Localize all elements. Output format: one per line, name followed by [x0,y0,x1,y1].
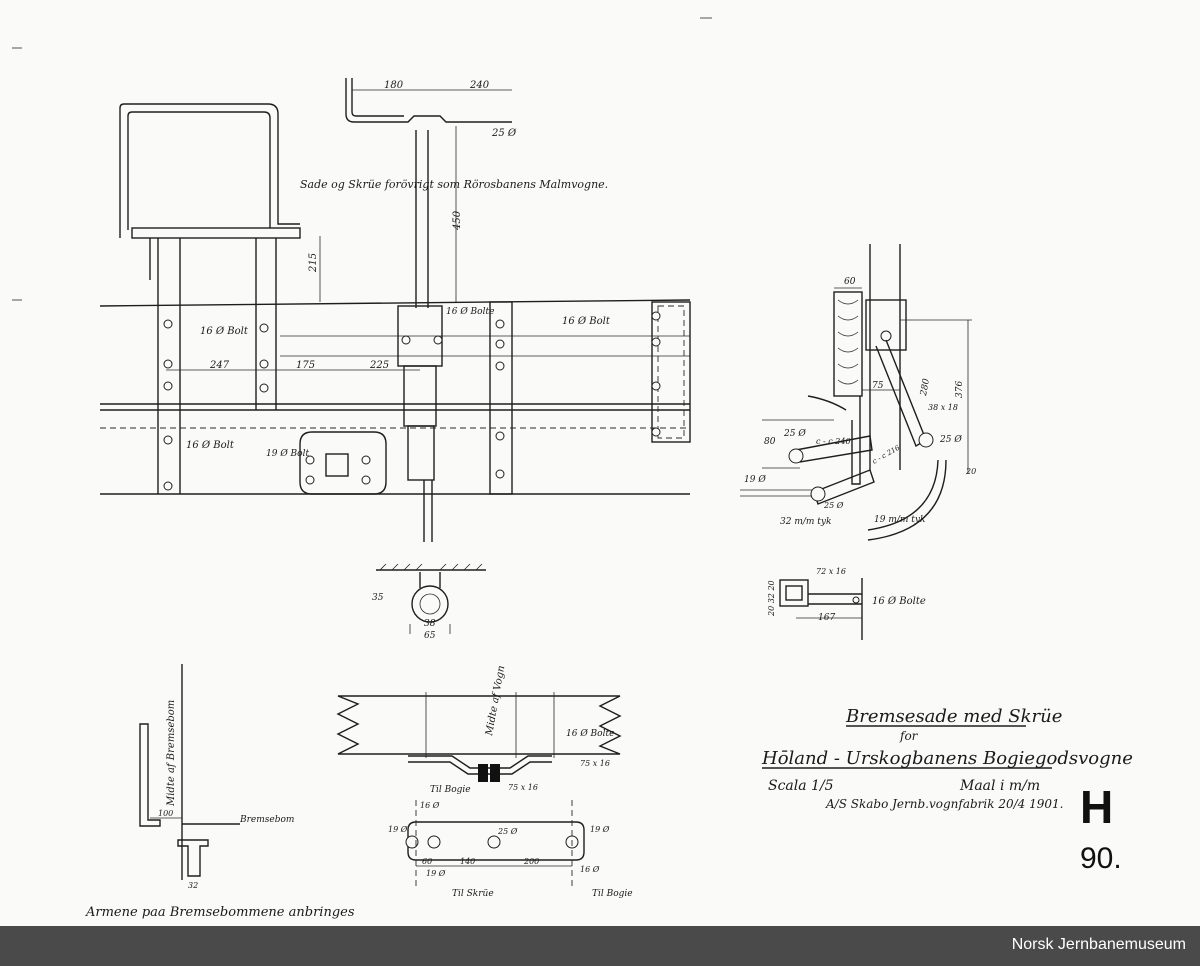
link-140: 140 [460,857,475,866]
bracket-detail [779,578,863,640]
dim-35: 35 [372,593,384,603]
side-75: 75 [872,381,884,391]
link-60: 60 [422,857,432,866]
bolt-label-c: 16 Ø Bolt [562,316,611,327]
link-til-bogie-b: Til Bogie [592,889,633,899]
drawing-sheet: 180 240 25 Ø 450 215 247 175 225 16 Ø Bo… [12,17,1133,920]
link-19c: 19 Ø [426,869,446,878]
side-38x18: 38 x 18 [928,403,958,412]
small-bolt: 16 Ø Bolte [872,596,926,607]
link-200: 200 [523,857,539,866]
bogie-center-view [336,692,622,782]
dim-240: 240 [469,80,490,91]
link-19a: 19 Ø [388,825,408,834]
side-80: 80 [764,437,776,447]
small-dims: 20 32 20 [767,580,776,617]
side-19tyk: 19 m/m tyk [874,515,925,525]
stamp-number: 90. [1080,842,1122,875]
link-til-bogie-a: Til Bogie [430,785,471,795]
sheet-title-for: for [899,729,919,743]
side-19: 19 Ø [744,474,766,485]
dim-65: 65 [424,631,436,641]
side-376: 376 [955,381,965,398]
side-25a: 25 Ø [783,428,806,439]
sheet-subtitle: Hōland - Urskogbanens Bogiegodsvogne [761,748,1133,769]
side-25b: 25 Ø [939,434,962,445]
side-section-view [740,244,972,541]
side-60: 60 [844,277,856,287]
bogie-center-label: Midte af Vogn [484,665,507,738]
dim-215: 215 [308,253,319,273]
bolt-label-b: 16 Ø Bolte [446,306,494,317]
small-167: 167 [818,613,835,623]
lever-100: 100 [158,809,173,818]
link-16b: 16 Ø [580,865,600,874]
bottom-note: Armene paa Bremsebommene anbringes [85,905,355,920]
side-oc240: c - c 240 [816,437,851,446]
bogie-bolt: 16 Ø Bolte [566,728,614,739]
side-oc216: c - c 216 [871,443,902,465]
lever-bremsebom: Bremsebom [239,815,294,825]
dim-38: 38 [424,619,436,629]
bogie-75x16b: 75 x 16 [508,783,538,792]
note-seat-screw: Sade og Skrüe forövrigt som Rörosbanens … [300,178,608,191]
technical-drawing: 180 240 25 Ø 450 215 247 175 225 16 Ø Bo… [12,17,1133,920]
dim-225: 225 [369,360,389,371]
sheet-units: Maal i m/m [959,778,1040,794]
museum-credit: Norsk Jernbanemuseum [1011,936,1186,953]
bogie-75x16a: 75 x 16 [580,759,610,768]
sheet-maker: A/S Skabo Jernb.vognfabrik 20/4 1901. [825,797,1063,811]
link-19b: 19 Ø [590,825,610,834]
side-280: 280 [919,378,932,398]
lever-detail [139,664,240,880]
stamp-letter: H [1080,781,1114,833]
side-25c: 25 Ø [823,501,844,510]
dim-180: 180 [384,80,404,91]
side-32: 32 m/m tyk [780,517,831,527]
dim-25phi: 25 Ø [491,128,517,139]
spindle-section [376,563,486,634]
front-view [99,78,691,542]
bolt-label-19: 19 Ø Bolt [266,448,309,459]
side-20: 20 [965,467,976,476]
sheet-title: Bremsesade med Skrüe [845,706,1062,727]
dim-175: 175 [296,360,315,371]
link-16a: 16 Ø [420,801,440,810]
lever-vertical-label: Midte af Bremsebom [166,700,177,807]
sheet-scale: Scala 1/5 [768,778,834,794]
dim-247: 247 [209,360,230,371]
link-25: 25 Ø [497,827,518,836]
bolt-label-a: 16 Ø Bolt [200,326,249,337]
link-detail [405,800,585,890]
lever-32: 32 [188,881,198,890]
small-72x16: 72 x 16 [816,567,846,576]
bolt-label-d: 16 Ø Bolt [186,440,235,451]
museum-footer-bar: Norsk Jernbanemuseum [0,926,1200,966]
dim-450: 450 [452,210,463,231]
link-til-skrue: Til Skrüe [452,889,494,899]
